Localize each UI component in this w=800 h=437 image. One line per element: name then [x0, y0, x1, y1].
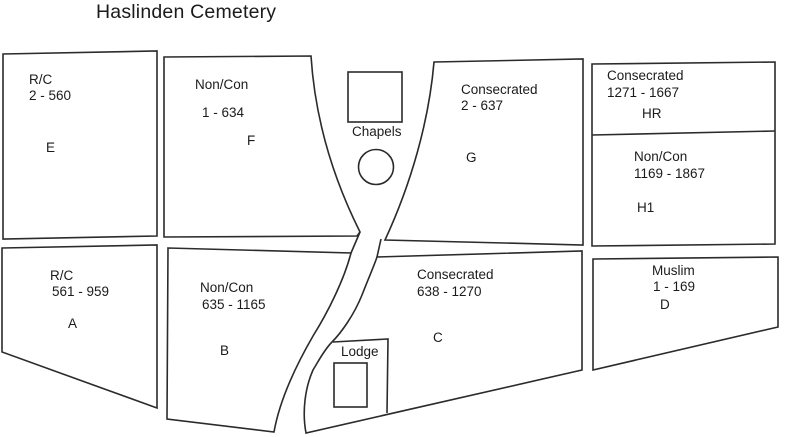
section-c-range: 638 - 1270 [417, 284, 482, 299]
section-c-type: Consecrated [417, 267, 494, 282]
path-neck [350, 231, 382, 258]
section-g: Consecrated 2 - 637 G [383, 58, 584, 246]
section-b-type: Non/Con [200, 280, 253, 295]
section-f-range: 1 - 634 [202, 105, 245, 120]
section-f-letter: F [247, 133, 255, 148]
section-a-type: R/C [50, 268, 74, 283]
chapels: Chapels [347, 71, 403, 186]
section-h1-range: 1169 - 1867 [634, 166, 705, 181]
section-h1-type: Non/Con [634, 149, 687, 164]
section-g-type: Consecrated [461, 82, 538, 97]
section-d-letter: D [660, 297, 670, 312]
section-e-range: 2 - 560 [29, 88, 71, 103]
section-g-outline [383, 58, 584, 246]
section-a-range: 561 - 959 [52, 284, 109, 299]
section-e-letter: E [46, 140, 55, 155]
lodge-building [333, 362, 368, 408]
section-c-letter: C [433, 330, 443, 345]
section-d-outline [592, 256, 779, 372]
chapels-roundabout [357, 148, 395, 186]
section-hr-h1: Consecrated 1271 - 1667 HR Non/Con 1169 … [591, 61, 776, 247]
section-e-type: R/C [29, 72, 53, 87]
section-b-range: 635 - 1165 [202, 297, 266, 312]
section-e: R/C 2 - 560 E [2, 50, 158, 240]
lodge: Lodge [332, 338, 389, 414]
path-neck-left-line [350, 231, 361, 254]
section-hr-range: 1271 - 1667 [607, 85, 679, 100]
section-h-outline [591, 61, 776, 247]
section-e-outline [2, 50, 158, 240]
section-hr-letter: HR [642, 106, 662, 121]
section-g-letter: G [466, 150, 477, 165]
section-f-outline [163, 55, 361, 238]
path-neck-right-line [376, 238, 382, 258]
section-d-range: 1 - 169 [653, 279, 695, 294]
chapels-label: Chapels [352, 124, 402, 139]
section-d: Muslim 1 - 169 D [592, 256, 779, 372]
section-b-outline [166, 247, 353, 433]
section-f-type: Non/Con [195, 77, 248, 92]
chapels-building [347, 71, 403, 123]
section-a-letter: A [68, 316, 77, 331]
section-f: Non/Con 1 - 634 F [163, 55, 361, 238]
lodge-boundary [332, 338, 389, 414]
section-hr-type: Consecrated [607, 68, 684, 83]
section-h-divider [591, 130, 776, 136]
section-b: Non/Con 635 - 1165 B [166, 247, 353, 433]
section-g-range: 2 - 637 [461, 98, 503, 113]
section-a: R/C 561 - 959 A [1, 244, 158, 410]
section-c: Consecrated 638 - 1270 C [303, 250, 583, 434]
section-h1-letter: H1 [637, 200, 654, 215]
map-title: Haslinden Cemetery [96, 1, 276, 23]
section-a-outline [1, 244, 158, 410]
lodge-label: Lodge [341, 344, 379, 359]
section-d-type: Muslim [652, 263, 695, 278]
section-b-letter: B [220, 343, 229, 358]
section-c-outline [303, 250, 583, 434]
